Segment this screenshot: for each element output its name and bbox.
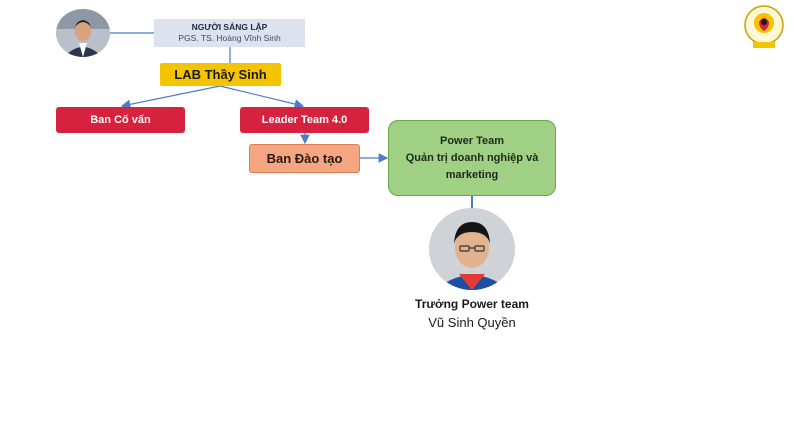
power-team-line2: Quản trị doanh nghiệp và <box>405 151 539 164</box>
founder-box: NGƯỜI SÁNG LẬP PGS. TS. Hoàng Vĩnh Sinh <box>154 19 305 47</box>
training-node: Ban Đào tạo <box>249 144 360 173</box>
power-team-line3: marketing <box>445 168 499 181</box>
lab-node: LAB Thầy Sinh <box>160 63 281 86</box>
founder-avatar <box>56 9 110 57</box>
founder-title: NGƯỜI SÁNG LẬP <box>191 22 268 32</box>
arrow-lab-leader <box>219 85 305 109</box>
founder-name: PGS. TS. Hoàng Vĩnh Sinh <box>178 33 281 43</box>
power-team-node: Power Team Quản trị doanh nghiệp và mark… <box>388 120 556 196</box>
arrow-lab-advisory <box>120 85 221 110</box>
lab-logo <box>741 4 787 50</box>
power-team-line1: Power Team <box>440 134 504 147</box>
team-head-title: Trưởng Power team <box>415 297 529 311</box>
team-head-name: Vũ Sinh Quyền <box>428 315 516 330</box>
leader-team-node: Leader Team 4.0 <box>240 107 369 133</box>
team-head-avatar <box>429 208 515 290</box>
advisory-node: Ban Cố vấn <box>56 107 185 133</box>
